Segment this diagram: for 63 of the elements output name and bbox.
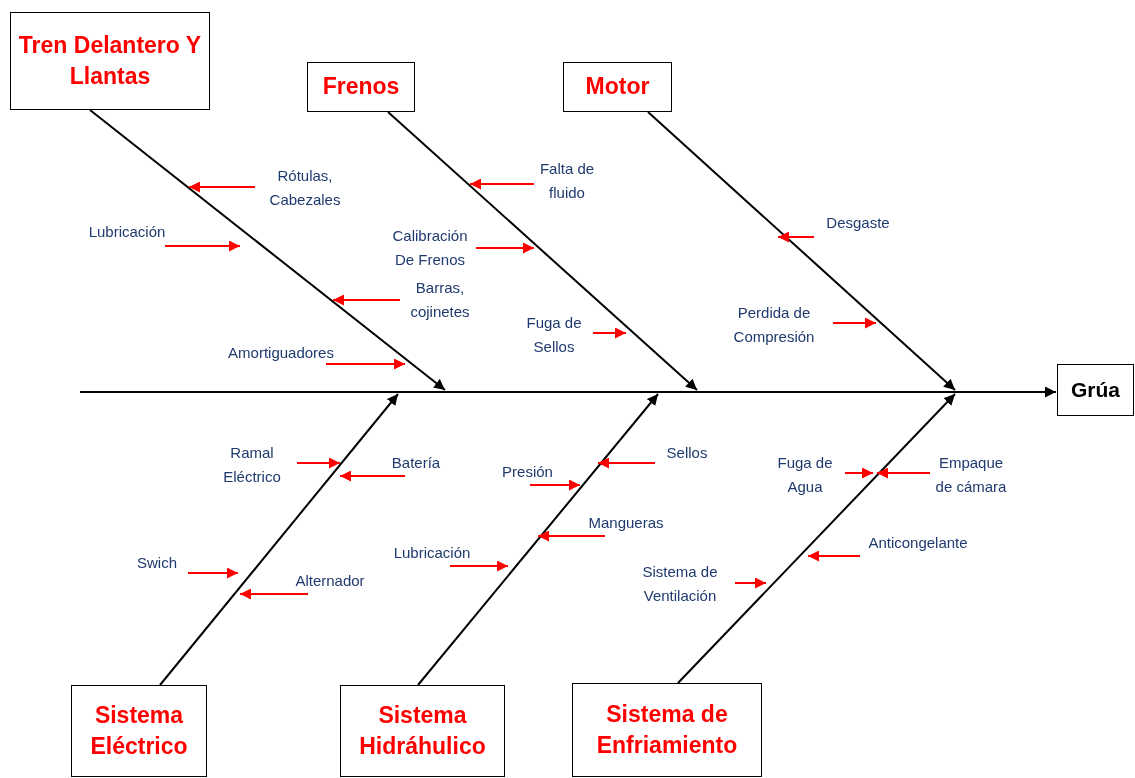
cause-label: Lubricación [377,543,487,563]
cause-arrow [475,242,535,254]
cause-arrow [239,588,309,600]
cause-label: Amortiguadores [225,343,337,363]
category-box [10,12,210,110]
cause-arrow [537,530,606,542]
cause-label: Falta de fluido [534,157,600,205]
cause-arrow [777,231,815,243]
cause-label: Sistema de Ventilación [625,560,735,608]
cause-arrow [296,457,341,469]
cause-arrow [449,560,509,572]
cause-label: Ramal Eléctrico [207,441,297,489]
cause-arrow [734,577,767,589]
cause-label: Anticongelante [846,533,990,553]
cause-label: Lubricación [84,222,170,242]
cause-arrow [597,457,656,469]
cause-label: Sellos [655,443,719,463]
category-box [572,683,762,777]
cause-arrow [832,317,877,329]
cause-arrow [592,327,627,339]
cause-label: Alternador [278,571,382,591]
cause-label: Calibración De Frenos [384,224,476,272]
cause-label: Presión [490,462,565,482]
effect-box [1057,364,1134,416]
category-box [307,62,415,112]
category-title: Sistema Eléctrico [89,700,189,761]
category-box [71,685,207,777]
cause-arrow [529,479,581,491]
cause-label: Swich [126,553,188,573]
category-title: Tren Delantero Y Llantas [17,30,203,91]
category-title: Motor [585,72,650,102]
cause-label: Fuga de Agua [765,451,845,499]
bone-arrow [387,111,698,391]
cause-label: Rótulas, Cabezales [255,164,355,212]
category-title: Sistema de Enfriamiento [595,699,739,760]
category-box [563,62,672,112]
cause-arrow [164,240,241,252]
cause-label: Perdida de Compresión [715,301,833,349]
spine-arrow [79,386,1057,398]
cause-label: Desgaste [812,213,904,233]
bone-arrow [647,111,956,391]
bone-arrow [677,393,956,684]
cause-arrow [807,550,861,562]
cause-arrow [325,358,406,370]
cause-arrow [188,181,256,193]
cause-arrow [844,467,874,479]
cause-label: Barras, cojinetes [400,276,480,324]
cause-label: Mangueras [574,513,678,533]
cause-arrow [876,467,931,479]
bone-arrow [417,393,659,686]
cause-label: Batería [380,453,452,473]
cause-arrow [469,178,535,190]
cause-arrow [339,470,406,482]
cause-arrow [332,294,401,306]
category-box [340,685,505,777]
cause-arrow [187,567,239,579]
cause-label: Fuga de Sellos [515,311,593,359]
cause-label: Empaque de cámara [930,451,1012,499]
bone-arrow [159,393,399,686]
effect-title: Grúa [1071,376,1120,403]
category-title: Sistema Hidráhulico [358,700,487,761]
bone-arrow [89,109,446,391]
category-title: Frenos [322,72,400,102]
